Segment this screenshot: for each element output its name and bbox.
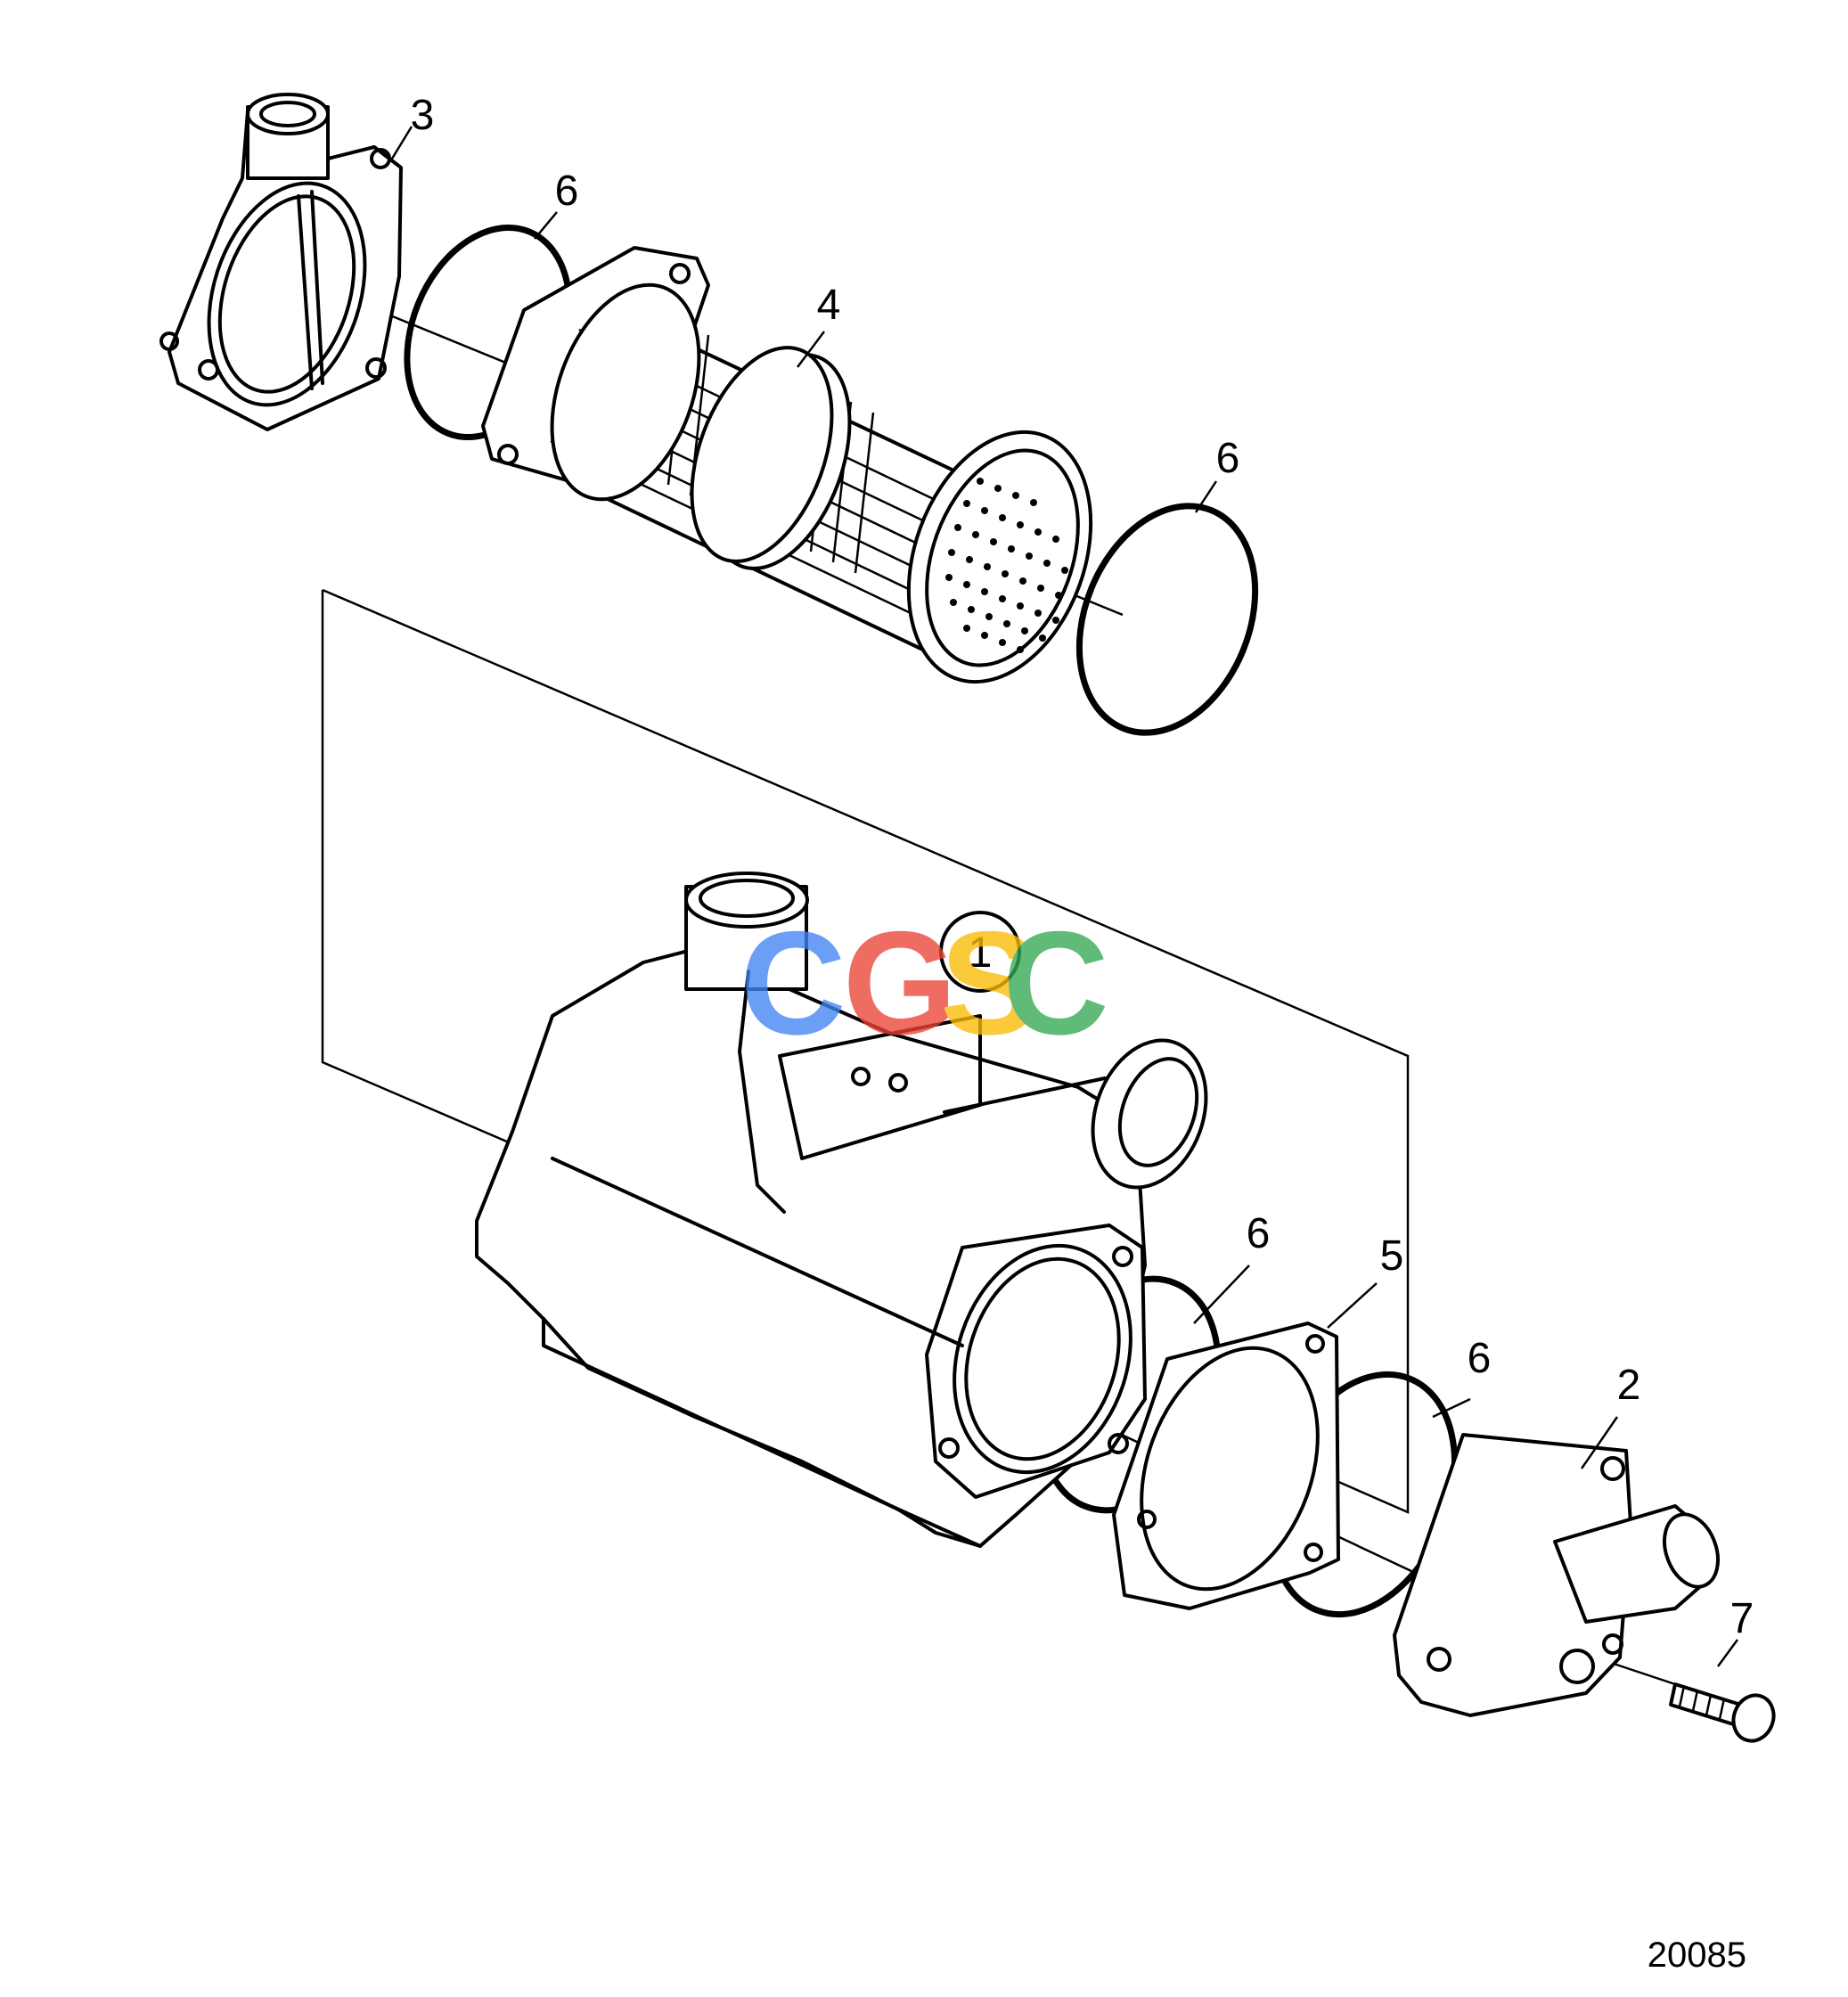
part-5-gasket (1112, 1322, 1340, 1610)
callout-labels: 1 2 3 4 5 6 6 6 6 7 (411, 92, 1754, 1642)
part-3-end-cover (159, 93, 403, 431)
part-6-o-ring-upper-right (1075, 503, 1259, 736)
watermark-letter-g: G (843, 901, 957, 1065)
watermark-letter-s: S (940, 901, 1038, 1065)
part-4-heat-exchanger-core (481, 246, 1093, 684)
part-7-screw (1669, 1682, 1776, 1743)
callout-4: 4 (817, 282, 841, 329)
callout-6-top-right: 6 (1216, 435, 1240, 482)
callout-1-circle (939, 911, 1021, 993)
watermark-letter-c2: C (1002, 901, 1108, 1065)
callout-5: 5 (1380, 1232, 1404, 1280)
callout-2: 2 (1617, 1362, 1641, 1409)
callout-6-lower-right: 6 (1468, 1335, 1492, 1382)
drawing-number: 20085 (1648, 1936, 1746, 1975)
callout-6-top-left: 6 (555, 168, 579, 215)
part-1-housing (475, 872, 1208, 1548)
callout-6-lower-left: 6 (1247, 1210, 1271, 1257)
callout-3: 3 (411, 92, 435, 139)
callout-7: 7 (1730, 1595, 1754, 1642)
tube-sheet-holes (945, 478, 1068, 653)
callout-1: 1 (969, 929, 993, 977)
part-2-outlet-cover (1393, 1433, 1720, 1717)
cgsc-watermark-logo: C G S C (740, 901, 1108, 1065)
leader-lines (390, 126, 1739, 1667)
watermark-letter-c1: C (740, 901, 846, 1065)
